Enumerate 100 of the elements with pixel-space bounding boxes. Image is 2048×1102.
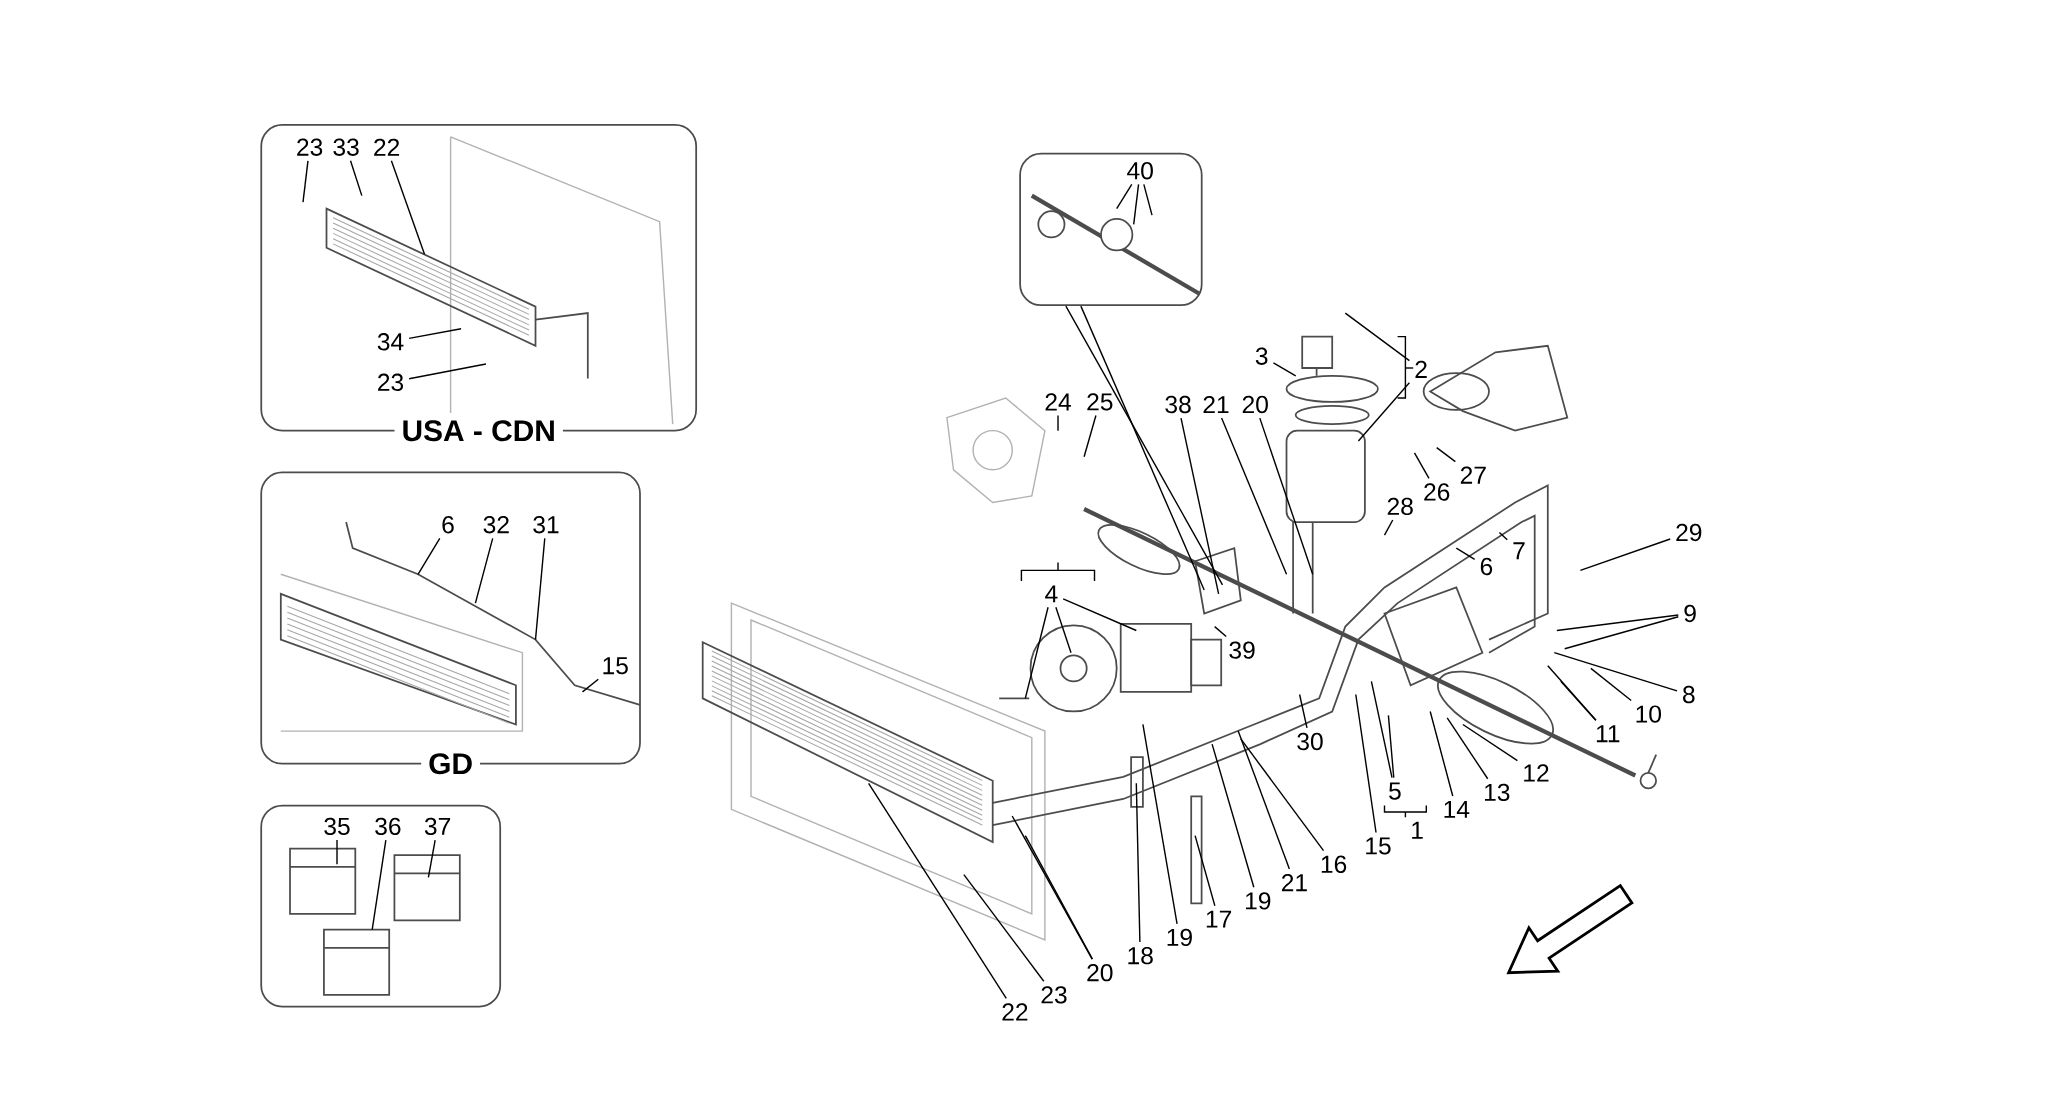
leader-line (1370, 680, 1393, 779)
leader-line (1135, 782, 1141, 943)
callout-number: 23 (297, 138, 323, 156)
callout-number: 28 (1387, 497, 1413, 516)
leader-line (1383, 519, 1394, 536)
leader-line (1194, 834, 1216, 907)
leader-line (1446, 717, 1489, 780)
callout-number: 35 (324, 817, 350, 836)
leader-line (371, 839, 387, 931)
callout-number: 21 (1281, 874, 1307, 892)
leader-line (1065, 305, 1224, 586)
callout-number: 14 (1444, 800, 1470, 818)
leader-line (1116, 183, 1133, 210)
leader-line (1024, 606, 1049, 700)
callout-number: 27 (1460, 466, 1486, 484)
leader-line (1083, 414, 1097, 458)
leader-line (1237, 730, 1291, 870)
panel-title: GD (421, 746, 481, 782)
leader-line (1579, 538, 1671, 572)
callout-number: 30 (1297, 732, 1323, 751)
callout-number: 36 (375, 817, 401, 836)
callout-number: 4 (1045, 585, 1058, 603)
callout-number: 33 (333, 138, 359, 156)
callout-number: 6 (1480, 557, 1493, 576)
callout-number: 7 (1513, 542, 1525, 560)
leader-line (1214, 625, 1227, 638)
callout-number: 29 (1676, 523, 1702, 542)
leader-line (1556, 614, 1680, 632)
panel-title: USA - CDN (394, 413, 563, 449)
leader-line (417, 537, 441, 575)
callout-number: 22 (1002, 1003, 1028, 1021)
inset-panel (1019, 152, 1203, 307)
leader-line (1387, 714, 1395, 779)
callout-number: 31 (533, 516, 559, 534)
leader-line (1553, 652, 1678, 692)
callout-number: 8 (1683, 685, 1695, 704)
leader-line (336, 839, 338, 865)
leader-line (1220, 417, 1288, 575)
leader-line (1560, 680, 1597, 721)
callout-number: 13 (1485, 783, 1510, 802)
callout-number: 3 (1255, 347, 1268, 365)
callout-number: 34 (377, 333, 404, 351)
leader-line (1080, 305, 1205, 591)
callout-number: 32 (483, 516, 509, 534)
callout-number: 20 (1242, 395, 1268, 414)
callout-number: 23 (378, 373, 404, 391)
leader-line (1413, 452, 1430, 480)
leader-line (1298, 693, 1308, 729)
leader-line (349, 160, 363, 197)
callout-number: 22 (374, 138, 400, 156)
leader-line (1455, 547, 1476, 561)
callout-number: 39 (1229, 641, 1255, 659)
leader-line (1357, 382, 1411, 442)
callout-number: 24 (1045, 393, 1071, 411)
leader-line (427, 839, 436, 878)
leader-line (1429, 710, 1454, 797)
leader-line (302, 160, 309, 203)
leader-line (1062, 598, 1137, 632)
leader-line (1143, 183, 1153, 216)
callout-number: 25 (1087, 393, 1113, 411)
leader-line (1564, 616, 1680, 650)
leader-line (534, 537, 546, 641)
callout-number: 38 (1165, 395, 1191, 414)
callout-number: 10 (1636, 705, 1662, 723)
leader-line (1272, 362, 1297, 377)
leader-line (408, 363, 487, 380)
leader-line (1142, 723, 1178, 925)
leader-line (1133, 183, 1140, 225)
leader-line (1055, 606, 1072, 654)
leader-line (1211, 743, 1255, 888)
callout-number: 15 (1366, 837, 1391, 855)
callout-number: 17 (1206, 910, 1232, 928)
leader-line (1057, 414, 1059, 432)
callout-number: 15 (603, 657, 628, 675)
callout-number: 1 (1412, 821, 1423, 839)
leader-line (408, 328, 462, 340)
callout-number: 12 (1524, 764, 1549, 782)
leader-line (963, 874, 1045, 982)
callout-number: 9 (1684, 604, 1696, 623)
inset-panel (260, 804, 502, 1008)
callout-number: 26 (1424, 483, 1450, 501)
callout-number: 20 (1087, 964, 1113, 982)
leader-line (1024, 834, 1094, 960)
callout-number: 11 (1596, 725, 1620, 743)
leader-line (1462, 723, 1519, 762)
callout-number: 19 (1167, 928, 1192, 947)
leader-line (1498, 531, 1508, 541)
callout-number: 18 (1128, 947, 1153, 965)
callout-number: 2 (1415, 360, 1427, 378)
leader-line (1180, 417, 1220, 595)
callout-number: 6 (442, 516, 454, 534)
callout-number: 16 (1321, 855, 1347, 873)
leader-line (1344, 312, 1411, 362)
leader-line (474, 537, 494, 604)
leader-line (1240, 738, 1325, 852)
callout-number: 21 (1203, 395, 1229, 414)
callout-number: 5 (1389, 782, 1401, 800)
leader-line (1355, 693, 1377, 834)
callout-number: 23 (1041, 986, 1067, 1004)
leader-line (581, 678, 599, 693)
